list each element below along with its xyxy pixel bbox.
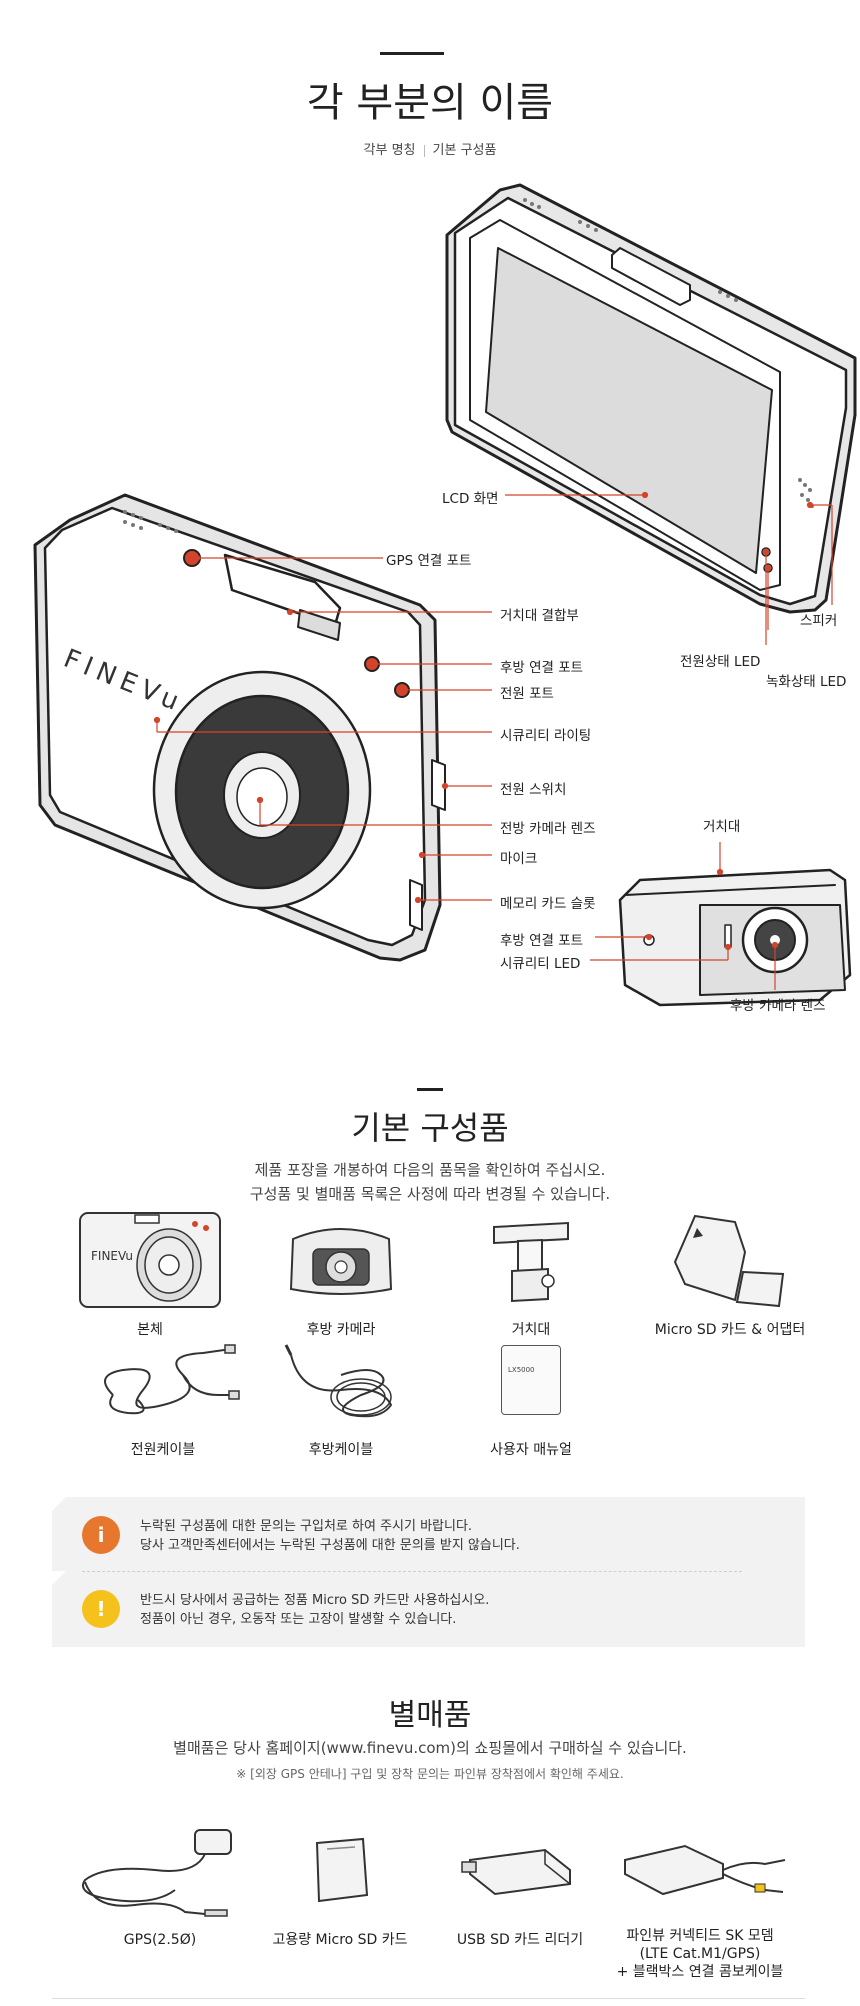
components-title: 기본 구성품 bbox=[351, 1109, 509, 1147]
label-mount-joint: 거치대 결합부 bbox=[500, 608, 579, 624]
intro-line: 제품 포장을 개봉하여 다음의 품목을 확인하여 주십시오. bbox=[254, 1161, 606, 1179]
label-rear-camera-port: 후방 연결 포트 bbox=[500, 933, 584, 949]
accessory-label: 파인뷰 커넥티드 SK 모뎀 (LTE Cat.M1/GPS) + 블랙박스 연… bbox=[590, 1927, 810, 1981]
notice-text: 누락된 구성품에 대한 문의는 구입처로 하여 주시기 바랍니다. 당사 고객만… bbox=[140, 1517, 520, 1555]
label-power-switch: 전원 스위치 bbox=[500, 782, 567, 798]
label-rear-lens: 후방 카메라 렌즈 bbox=[730, 998, 826, 1014]
notice-corner bbox=[52, 1497, 66, 1511]
component-label: 전원케이블 bbox=[130, 1442, 196, 1458]
notice-divider bbox=[82, 1571, 742, 1572]
accessories-intro: 별매품은 당사 홈페이지(www.finevu.com)의 쇼핑몰에서 구매하실… bbox=[173, 1739, 687, 1757]
intro-line: 구성품 및 별매품 목록은 사정에 따라 변경될 수 있습니다. bbox=[249, 1185, 611, 1203]
accessory-label-line: 파인뷰 커넥티드 SK 모뎀 bbox=[626, 1928, 774, 1944]
component-label: 거치대 bbox=[511, 1322, 551, 1338]
notice-line: 누락된 구성품에 대한 문의는 구입처로 하여 주시기 바랍니다. bbox=[140, 1519, 473, 1534]
accessory-label-line: (LTE Cat.M1/GPS) bbox=[639, 1946, 761, 1962]
component-label: 본체 bbox=[137, 1322, 163, 1338]
component-item: 후방 카메라 bbox=[251, 1205, 431, 1339]
accessories-title: 별매품 bbox=[388, 1698, 472, 1733]
dashcam-front-view bbox=[33, 493, 446, 962]
accessory-label: 고용량 Micro SD 카드 bbox=[272, 1932, 408, 1948]
gps-antenna-icon bbox=[82, 1829, 232, 1917]
bottom-divider bbox=[52, 1998, 805, 1999]
accessory-label-line: + 블랙박스 연결 콤보케이블 bbox=[616, 1964, 784, 1980]
sd-card-icon bbox=[673, 1214, 785, 1308]
card-reader-icon bbox=[461, 1848, 571, 1896]
component-item: 전원케이블 bbox=[73, 1325, 253, 1459]
label-speaker: 스피커 bbox=[800, 613, 838, 629]
accessories-note: ※ [외장 GPS 안테나] 구입 및 장착 문의는 파인뷰 장착점에서 확인해… bbox=[236, 1767, 624, 1781]
notice-panel: i 누락된 구성품에 대한 문의는 구입처로 하여 주시기 바랍니다. 당사 고… bbox=[52, 1497, 805, 1647]
notice-line: 반드시 당사에서 공급하는 정품 Micro SD 카드만 사용하십시오. bbox=[140, 1593, 490, 1608]
accessory-item: 고용량 Micro SD 카드 bbox=[240, 1815, 440, 1949]
notice-row: ! 반드시 당사에서 공급하는 정품 Micro SD 카드만 사용하십시오. … bbox=[52, 1571, 805, 1645]
component-item: FINEVu 본체 bbox=[60, 1205, 240, 1339]
label-front-lens: 전방 카메라 렌즈 bbox=[500, 821, 596, 837]
component-item: 후방케이블 bbox=[251, 1325, 431, 1459]
notice-line: 정품이 아닌 경우, 오동작 또는 고장이 발생할 수 있습니다. bbox=[140, 1612, 457, 1627]
label-power-led: 전원상태 LED bbox=[680, 654, 761, 670]
lte-modem-icon bbox=[624, 1844, 786, 1896]
svg-text:FINEVu: FINEVu bbox=[91, 1249, 133, 1263]
tab-basic-components[interactable]: 기본 구성품 bbox=[432, 143, 497, 158]
dashcam-icon: FINEVu bbox=[79, 1212, 221, 1308]
label-lcd-screen: LCD 화면 bbox=[442, 491, 499, 507]
component-item: LX5000 사용자 매뉴얼 bbox=[441, 1325, 621, 1459]
component-label: 사용자 매뉴얼 bbox=[490, 1442, 572, 1458]
component-label: Micro SD 카드 & 어댑터 bbox=[654, 1322, 806, 1338]
accessory-label: GPS(2.5Ø) bbox=[123, 1932, 197, 1948]
mount-icon bbox=[493, 1221, 569, 1303]
power-cable-icon bbox=[104, 1344, 240, 1415]
accessory-label: USB SD 카드 리더기 bbox=[456, 1932, 584, 1948]
dashcam-diagram: FINEVu bbox=[33, 183, 857, 1007]
label-security-led: 시큐리티 LED bbox=[500, 956, 581, 972]
component-item: 거치대 bbox=[441, 1205, 621, 1339]
label-security-lighting: 시큐리티 라이팅 bbox=[500, 728, 592, 744]
tab-part-names[interactable]: 각부 명칭 bbox=[363, 143, 416, 158]
rear-camera-view bbox=[618, 868, 852, 1007]
section-title-bar bbox=[417, 1088, 443, 1091]
leader-lines bbox=[153, 491, 833, 990]
page-title: 각 부분의 이름 bbox=[306, 80, 554, 126]
label-rear-port: 후방 연결 포트 bbox=[500, 660, 584, 676]
label-mic: 마이크 bbox=[500, 851, 538, 867]
notice-line: 당사 고객만족센터에서는 누락된 구성품에 대한 문의를 받지 않습니다. bbox=[140, 1538, 520, 1553]
component-label: 후방케이블 bbox=[308, 1442, 374, 1458]
sub-nav: 각부 명칭 기본 구성품 bbox=[0, 139, 860, 158]
tab-separator bbox=[423, 144, 425, 157]
label-rec-led: 녹화상태 LED bbox=[766, 674, 847, 690]
accessory-item: USB SD 카드 리더기 bbox=[420, 1815, 620, 1949]
label-power-port: 전원 포트 bbox=[500, 686, 554, 702]
warning-icon: ! bbox=[82, 1590, 120, 1628]
component-label: 후방 카메라 bbox=[306, 1322, 376, 1338]
info-icon: i bbox=[82, 1516, 120, 1554]
rear-cable-icon bbox=[284, 1344, 393, 1418]
rear-camera-icon bbox=[289, 1228, 393, 1295]
component-item: Micro SD 카드 & 어댑터 bbox=[630, 1205, 830, 1339]
label-memory-slot: 메모리 카드 슬롯 bbox=[500, 896, 596, 912]
dashcam-back-view bbox=[445, 183, 857, 614]
notice-corner bbox=[52, 1571, 66, 1585]
accessory-item: GPS(2.5Ø) bbox=[70, 1815, 250, 1949]
label-gps-port: GPS 연결 포트 bbox=[386, 553, 472, 569]
manual-icon: LX5000 bbox=[501, 1345, 561, 1415]
notice-row: i 누락된 구성품에 대한 문의는 구입처로 하여 주시기 바랍니다. 당사 고… bbox=[52, 1497, 805, 1572]
label-mount: 거치대 bbox=[703, 819, 741, 835]
micro-sd-icon bbox=[315, 1837, 369, 1903]
accessory-item: 파인뷰 커넥티드 SK 모뎀 (LTE Cat.M1/GPS) + 블랙박스 연… bbox=[590, 1815, 810, 1981]
manual-cover-text: LX5000 bbox=[508, 1366, 535, 1374]
section-title-bar bbox=[380, 52, 444, 55]
components-intro: 제품 포장을 개봉하여 다음의 품목을 확인하여 주십시오. 구성품 및 별매품… bbox=[0, 1158, 860, 1206]
notice-text: 반드시 당사에서 공급하는 정품 Micro SD 카드만 사용하십시오. 정품… bbox=[140, 1591, 489, 1629]
